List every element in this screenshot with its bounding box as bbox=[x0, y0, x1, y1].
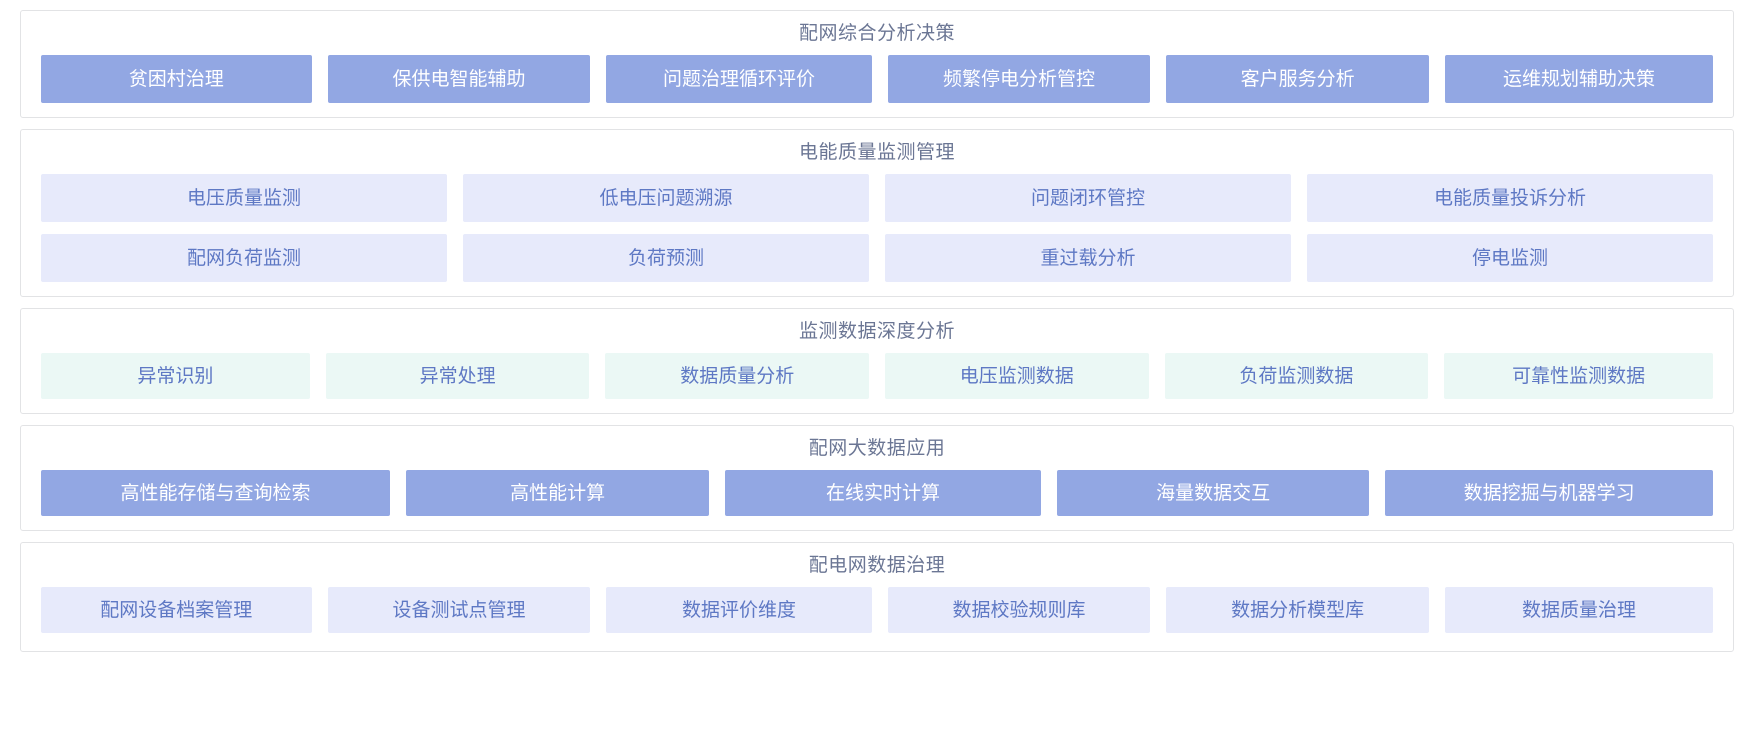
module-button[interactable]: 可靠性监测数据 bbox=[1444, 353, 1713, 399]
module-button[interactable]: 电压监测数据 bbox=[885, 353, 1149, 399]
module-button[interactable]: 在线实时计算 bbox=[725, 470, 1041, 516]
module-button[interactable]: 停电监测 bbox=[1307, 234, 1713, 282]
section-title: 电能质量监测管理 bbox=[798, 142, 955, 163]
section-card: 电能质量监测管理电压质量监测低电压问题溯源问题闭环管控电能质量投诉分析配网负荷监… bbox=[20, 129, 1734, 297]
section-title: 配电网数据治理 bbox=[808, 555, 946, 576]
module-button[interactable]: 数据评价维度 bbox=[606, 587, 872, 633]
module-button[interactable]: 数据分析模型库 bbox=[1166, 587, 1430, 633]
module-button[interactable]: 问题闭环管控 bbox=[885, 174, 1291, 222]
module-button[interactable]: 异常处理 bbox=[325, 353, 590, 399]
item-row: 配网设备档案管理设备测试点管理数据评价维度数据校验规则库数据分析模型库数据质量治… bbox=[41, 587, 1713, 633]
item-row: 配网负荷监测负荷预测重过载分析停电监测 bbox=[41, 234, 1713, 282]
dashboard-page: 配网综合分析决策贫困村治理保供电智能辅助问题治理循环评价频繁停电分析管控客户服务… bbox=[20, 10, 1734, 652]
module-button[interactable]: 客户服务分析 bbox=[1166, 55, 1430, 103]
item-row: 电压质量监测低电压问题溯源问题闭环管控电能质量投诉分析 bbox=[41, 174, 1713, 222]
item-row: 异常识别异常处理数据质量分析电压监测数据负荷监测数据可靠性监测数据 bbox=[41, 353, 1713, 399]
module-button[interactable]: 贫困村治理 bbox=[41, 55, 312, 103]
section-card: 监测数据深度分析异常识别异常处理数据质量分析电压监测数据负荷监测数据可靠性监测数… bbox=[20, 308, 1734, 414]
module-button[interactable]: 数据挖掘与机器学习 bbox=[1385, 470, 1713, 516]
item-row: 贫困村治理保供电智能辅助问题治理循环评价频繁停电分析管控客户服务分析运维规划辅助… bbox=[41, 55, 1713, 103]
module-button[interactable]: 数据质量治理 bbox=[1445, 587, 1713, 633]
module-button[interactable]: 低电压问题溯源 bbox=[463, 174, 869, 222]
module-button[interactable]: 重过载分析 bbox=[885, 234, 1291, 282]
module-button[interactable]: 电压质量监测 bbox=[41, 174, 447, 222]
module-button[interactable]: 配网设备档案管理 bbox=[41, 587, 312, 633]
section-title: 监测数据深度分析 bbox=[798, 321, 955, 342]
module-button[interactable]: 数据质量分析 bbox=[605, 353, 869, 399]
module-button[interactable]: 设备测试点管理 bbox=[327, 587, 591, 633]
module-button[interactable]: 保供电智能辅助 bbox=[327, 55, 591, 103]
item-row: 高性能存储与查询检索高性能计算在线实时计算海量数据交互数据挖掘与机器学习 bbox=[41, 470, 1713, 516]
module-button[interactable]: 负荷监测数据 bbox=[1164, 353, 1429, 399]
section-card: 配电网数据治理配网设备档案管理设备测试点管理数据评价维度数据校验规则库数据分析模… bbox=[20, 542, 1734, 652]
module-button[interactable]: 高性能存储与查询检索 bbox=[41, 470, 390, 516]
module-button[interactable]: 海量数据交互 bbox=[1056, 470, 1370, 516]
module-button[interactable]: 问题治理循环评价 bbox=[606, 55, 872, 103]
module-button[interactable]: 运维规划辅助决策 bbox=[1445, 55, 1713, 103]
module-button[interactable]: 高性能计算 bbox=[405, 470, 710, 516]
module-button[interactable]: 配网负荷监测 bbox=[41, 234, 447, 282]
module-button[interactable]: 电能质量投诉分析 bbox=[1307, 174, 1713, 222]
module-button[interactable]: 数据校验规则库 bbox=[887, 587, 1151, 633]
section-card: 配网大数据应用高性能存储与查询检索高性能计算在线实时计算海量数据交互数据挖掘与机… bbox=[20, 425, 1734, 531]
section-title: 配网大数据应用 bbox=[808, 438, 946, 459]
module-button[interactable]: 负荷预测 bbox=[463, 234, 869, 282]
module-button[interactable]: 异常识别 bbox=[41, 353, 310, 399]
section-title: 配网综合分析决策 bbox=[798, 23, 955, 44]
module-button[interactable]: 频繁停电分析管控 bbox=[887, 55, 1151, 103]
section-card: 配网综合分析决策贫困村治理保供电智能辅助问题治理循环评价频繁停电分析管控客户服务… bbox=[20, 10, 1734, 118]
